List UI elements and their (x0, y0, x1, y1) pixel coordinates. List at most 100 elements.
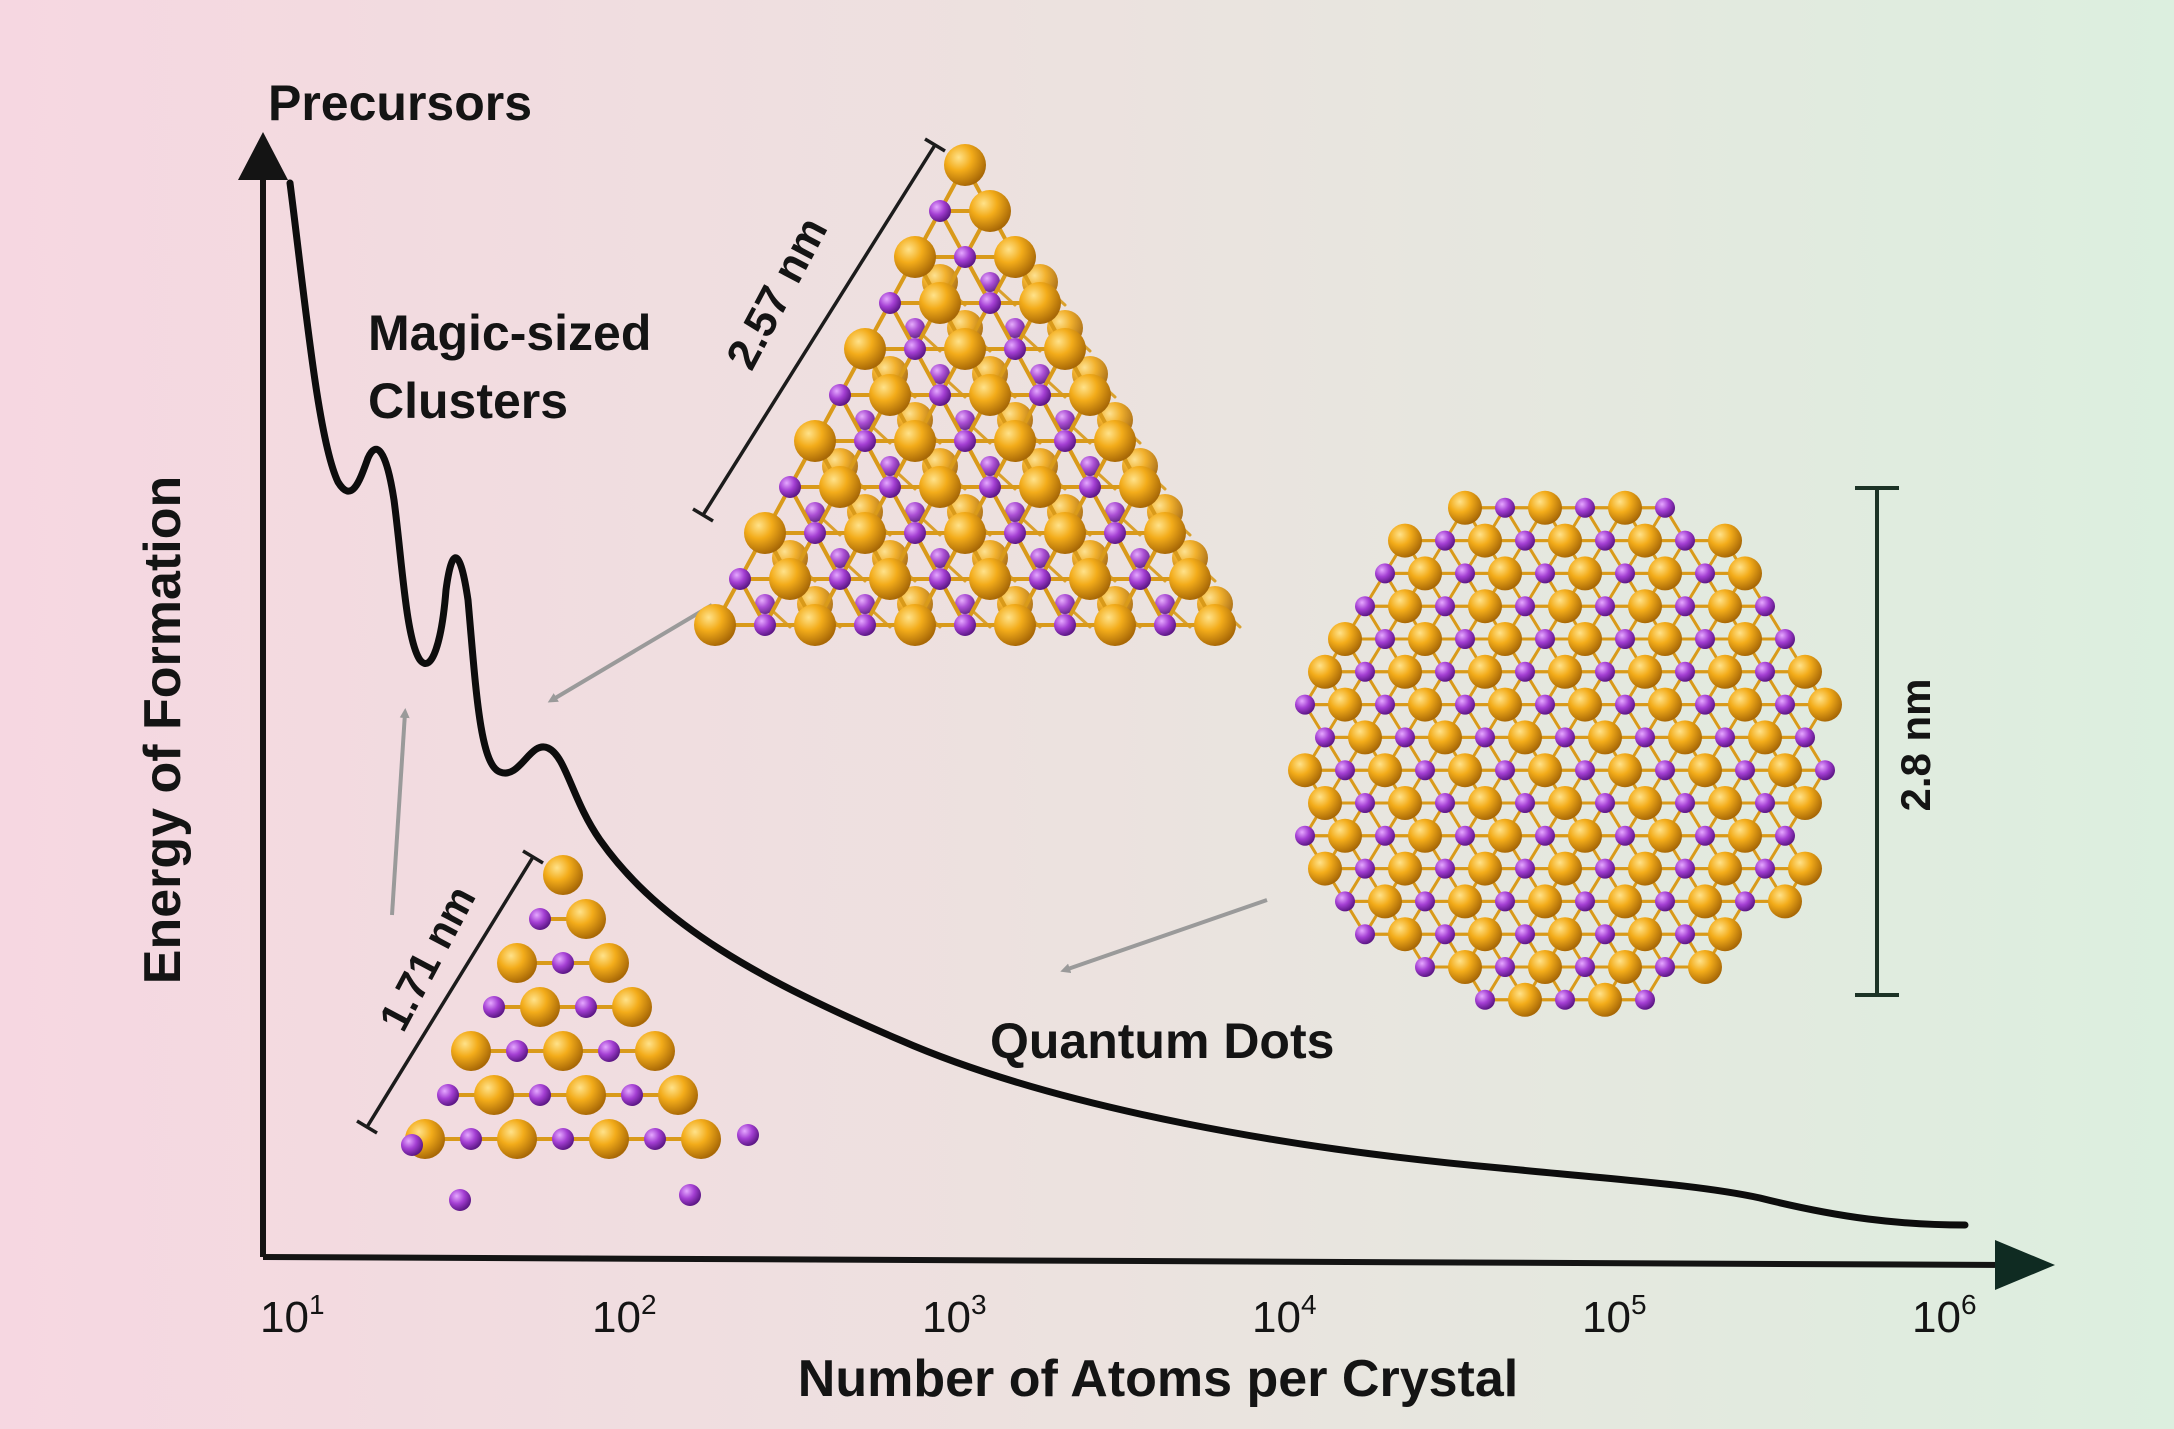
purple-atom (954, 246, 976, 268)
gold-atom (1728, 622, 1762, 656)
scale-bar-quantum-dot: 2.8 nm (1855, 486, 1939, 997)
gold-atom (1708, 654, 1742, 689)
purple-atom (1475, 989, 1495, 1010)
purple-atom (1755, 596, 1775, 617)
purple-atom (1655, 957, 1675, 977)
purple-atom (1129, 568, 1151, 590)
gold-atom (1648, 622, 1682, 656)
gold-atom (1568, 622, 1602, 656)
purple-atom (1615, 825, 1635, 846)
purple-atom (1695, 563, 1715, 584)
purple-atom (1375, 629, 1395, 649)
purple-atom (1495, 891, 1515, 912)
purple-atom (1005, 502, 1025, 522)
quantum-dots-label: Quantum Dots (990, 1013, 1334, 1069)
gold-atom (994, 236, 1036, 278)
gold-atom (1608, 490, 1642, 525)
gold-atom (1728, 556, 1762, 591)
purple-atom (1130, 548, 1150, 568)
purple-atom (929, 200, 951, 222)
purple-atom (954, 614, 976, 636)
purple-atom (1355, 596, 1375, 617)
x-axis (262, 1240, 2055, 1290)
purple-atom (1435, 858, 1455, 879)
gold-atom (1628, 786, 1662, 820)
gold-atom (844, 328, 886, 370)
gold-atom (1468, 523, 1502, 558)
purple-atom (1355, 858, 1375, 879)
gold-atom (1628, 589, 1662, 624)
purple-atom (529, 1084, 551, 1106)
arrow-small-cluster (390, 708, 410, 916)
gold-atom (1094, 420, 1136, 462)
magic-sized-label-line2: Clusters (368, 373, 568, 429)
purple-atom (1415, 760, 1435, 781)
purple-atom (1004, 522, 1026, 544)
gold-atom (451, 1031, 491, 1071)
gold-atom (1768, 753, 1802, 788)
gold-atom (1528, 753, 1562, 788)
gold-atom (1194, 604, 1236, 646)
gold-atom (1308, 851, 1342, 886)
gold-atom (969, 558, 1011, 600)
gold-atom (1788, 786, 1822, 820)
gold-atom (1044, 328, 1086, 370)
purple-atom (1295, 694, 1315, 715)
purple-atom (1005, 318, 1025, 338)
gold-atom (1648, 818, 1682, 853)
pointer-arrows (390, 603, 1268, 974)
purple-atom (1375, 694, 1395, 715)
purple-atom (1775, 694, 1795, 715)
y-axis (238, 132, 288, 1257)
gold-atom (566, 899, 606, 939)
purple-atom (1635, 727, 1655, 748)
gold-atom (635, 1031, 675, 1071)
purple-atom (879, 292, 901, 314)
x-tick-label: 102 (592, 1289, 657, 1342)
gold-atom (1488, 622, 1522, 656)
purple-atom (1495, 497, 1515, 518)
purple-atom (1755, 793, 1775, 813)
gold-atom (1488, 556, 1522, 591)
x-tick-label: 101 (260, 1289, 325, 1342)
purple-atom (980, 456, 1000, 476)
purple-atom (1815, 760, 1835, 781)
purple-atom (1675, 661, 1695, 682)
purple-atom (401, 1134, 423, 1156)
purple-atom (1615, 563, 1635, 584)
gold-atom (1368, 753, 1402, 788)
purple-atom (1515, 661, 1535, 682)
purple-atom (905, 318, 925, 338)
gold-atom (681, 1119, 721, 1159)
purple-atom (1495, 957, 1515, 977)
purple-atom (805, 502, 825, 522)
purple-atom (1415, 957, 1435, 977)
x-tick-labels: 101 102 103 104 105 106 (260, 1289, 1977, 1342)
gold-atom (1808, 687, 1842, 722)
gold-atom (1648, 687, 1682, 722)
gold-atom (1508, 982, 1542, 1017)
x-axis-title: Number of Atoms per Crystal (798, 1350, 1518, 1408)
purple-atom (1435, 793, 1455, 813)
purple-atom (621, 1084, 643, 1106)
purple-atom (506, 1040, 528, 1062)
purple-atom (1080, 456, 1100, 476)
gold-atom (744, 512, 786, 554)
gold-atom (1608, 950, 1642, 984)
gold-atom (1119, 466, 1161, 508)
gold-atom (1468, 654, 1502, 689)
gold-atom (497, 943, 537, 983)
gold-atom (1648, 556, 1682, 591)
gold-atom (1568, 687, 1602, 722)
gold-atom (969, 190, 1011, 232)
purple-atom (1595, 858, 1615, 879)
purple-atom (1335, 760, 1355, 781)
gold-atom (944, 328, 986, 370)
purple-atom (1455, 825, 1475, 846)
gold-atom (589, 943, 629, 983)
scale-label-large: 2.57 nm (717, 209, 837, 377)
gold-atom (1328, 622, 1362, 656)
purple-atom (855, 410, 875, 430)
gold-atom (894, 604, 936, 646)
